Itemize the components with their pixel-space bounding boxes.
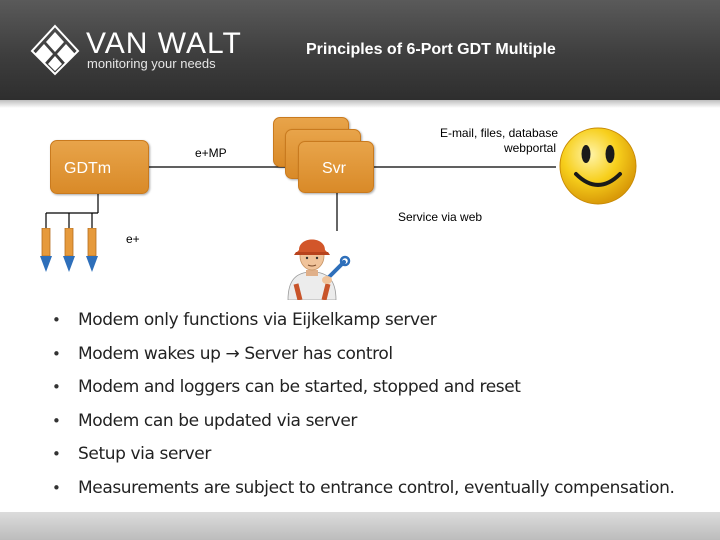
bullet-text: Setup via server: [78, 444, 211, 465]
modem-box: [50, 140, 149, 194]
bullet-text: Modem and loggers can be started, stoppe…: [78, 377, 521, 398]
bullet-text: Modem only functions via Eijkelkamp serv…: [78, 310, 437, 330]
brand-tagline: monitoring your needs: [87, 56, 216, 71]
diagram-lines: [45, 166, 556, 231]
modem-label: GDTm: [64, 160, 112, 177]
list-item: • Setup via server: [52, 440, 712, 474]
bullet-dot: •: [52, 311, 61, 329]
header-fade: [0, 100, 720, 108]
technician-icon: [287, 239, 351, 300]
link-label: e+MP: [195, 146, 227, 160]
bullet-text: Measurements are subject to entrance con…: [78, 477, 675, 498]
smiley-face-icon: [559, 127, 637, 205]
brand-name: VAN WALT: [86, 27, 242, 60]
sensor-label: e+: [126, 232, 140, 246]
bullet-text: Modem wakes up → Server has control: [78, 343, 393, 364]
system-diagram: GDTm Svr e+MP e+ E-mail, files, database…: [40, 117, 637, 300]
list-item: • Modem only functions via Eijkelkamp ser…: [52, 306, 712, 340]
list-item: • Modem wakes up → Server has control: [52, 340, 712, 374]
list-item: • Modem and loggers can be started, stopp…: [52, 373, 712, 407]
bullet-dot: •: [52, 378, 61, 397]
bullet-dot: •: [52, 478, 61, 497]
bullet-dot: •: [52, 411, 61, 430]
bullet-list: • Modem only functions via Eijkelkamp ser…: [52, 306, 712, 508]
service-label: Service via web: [398, 210, 483, 224]
page-title: Principles of 6-Port GDT Multiple: [306, 41, 556, 58]
output-label-line1: E-mail, files, database: [439, 126, 558, 140]
header-banner: VAN WALT monitoring your needs Principle…: [0, 0, 720, 100]
bullet-dot: •: [52, 445, 61, 464]
list-item: • Modem can be updated via server: [52, 407, 712, 441]
sensor-probe-icon: [40, 228, 98, 272]
bullet-dot: •: [52, 344, 61, 363]
server-label: Svr: [322, 160, 346, 177]
list-item: • Measurements are subject to entrance co…: [52, 474, 712, 508]
bullet-text: Modem can be updated via server: [78, 410, 357, 431]
footer-bar: [0, 512, 720, 540]
server-box: [298, 141, 374, 193]
van-walt-logo-icon: [30, 24, 80, 76]
output-label-line2: webportal: [503, 141, 556, 155]
